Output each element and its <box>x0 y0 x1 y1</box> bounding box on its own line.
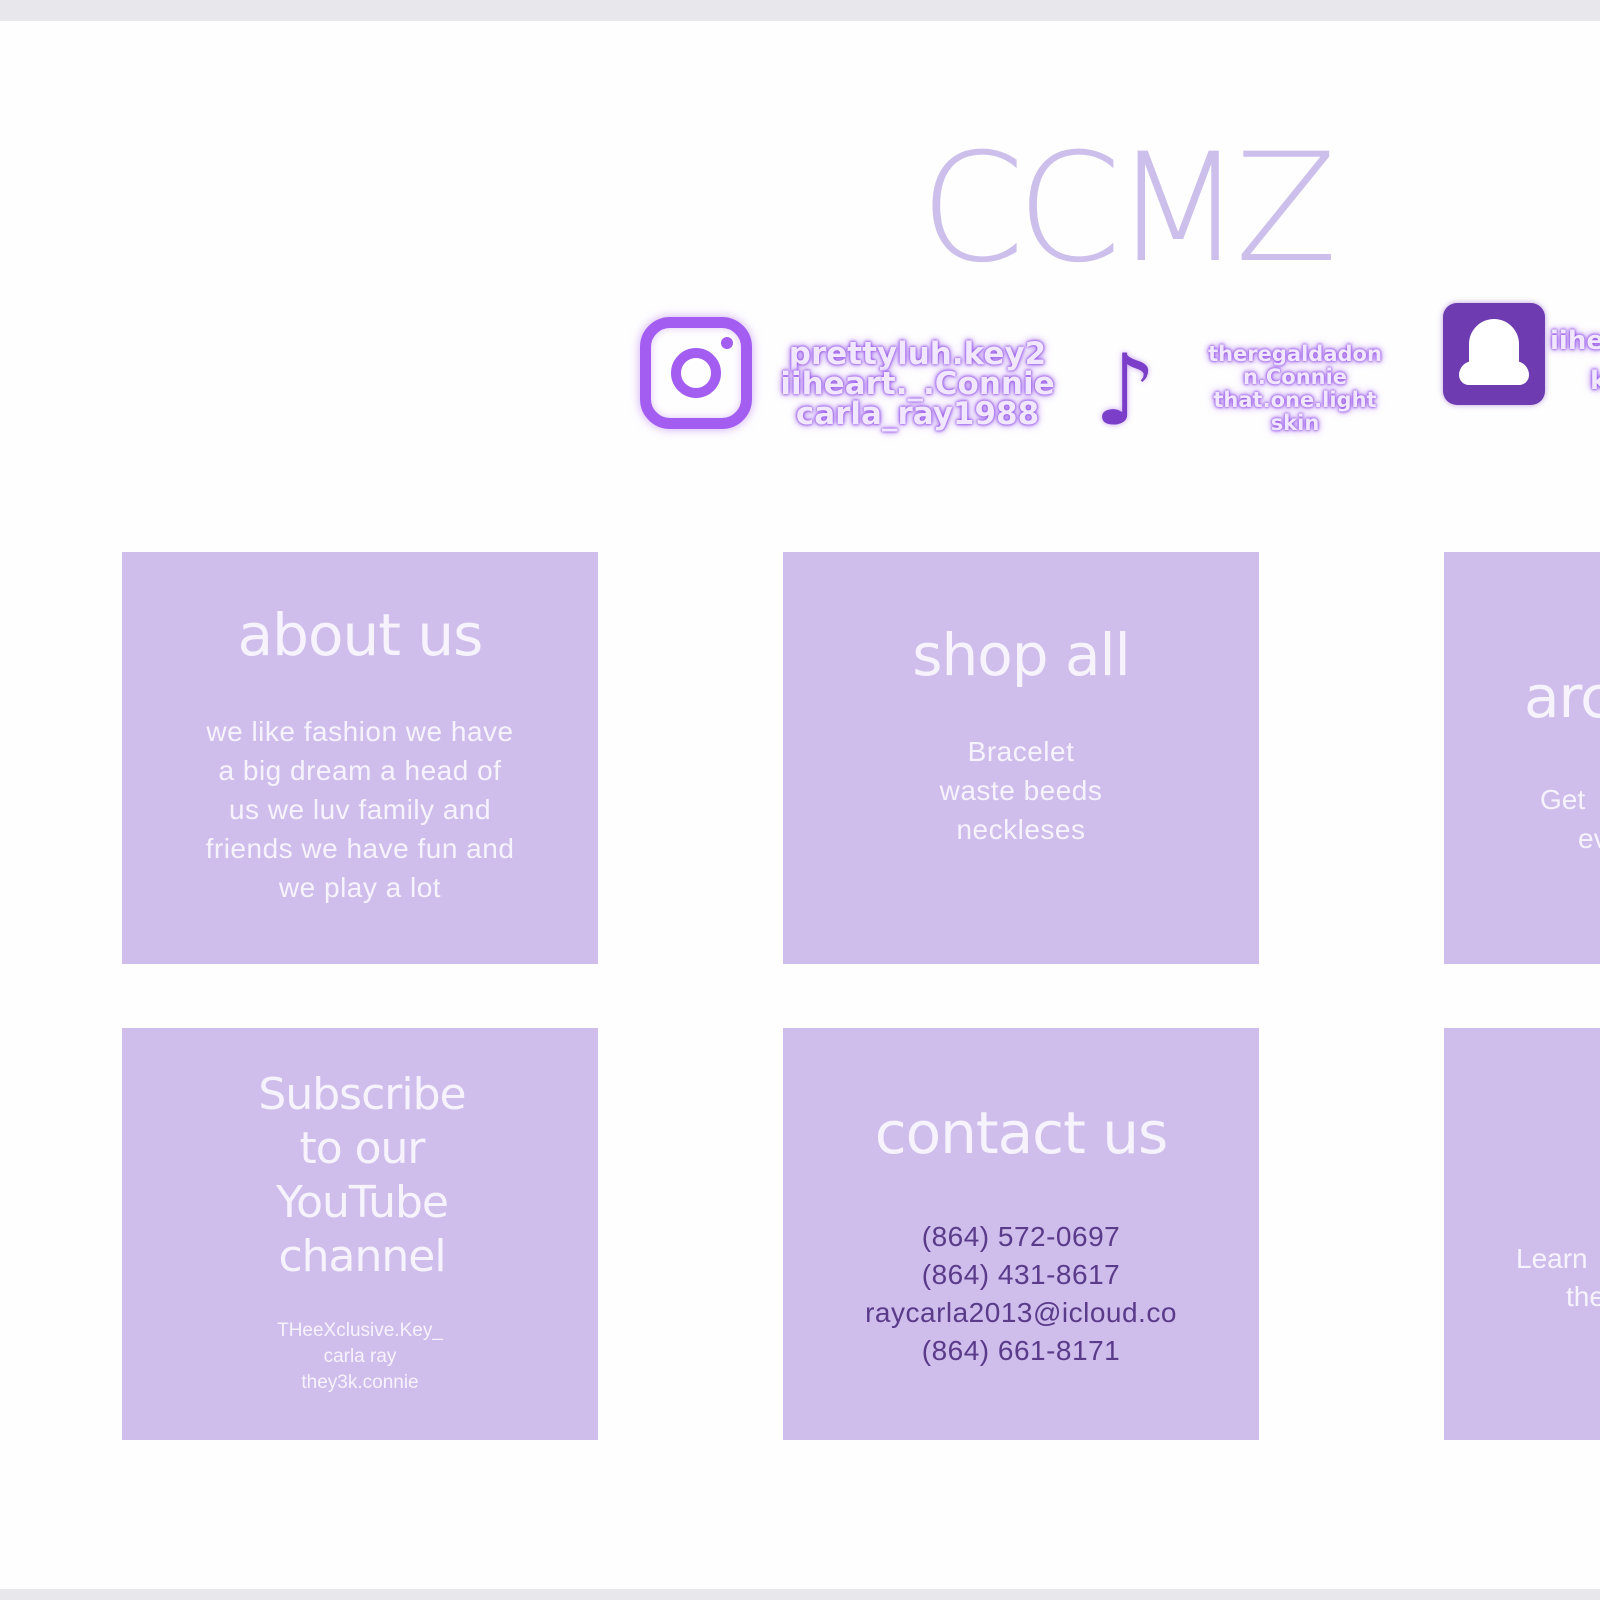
brand-logo: CCMZ <box>920 122 1338 296</box>
instagram-handle: iiheart._.Connie <box>780 366 1055 402</box>
card-body: (864) 572-0697 (864) 431-8617 raycarla20… <box>783 1218 1259 1370</box>
card-subscribe-youtube[interactable]: Subscribe to our YouTube channel THeeXcl… <box>122 1028 598 1440</box>
card-title-line: to our <box>299 1123 425 1174</box>
card-contact-us[interactable]: contact us (864) 572-0697 (864) 431-8617… <box>783 1028 1259 1440</box>
card-title: about us <box>237 601 484 669</box>
card-body-line: friends we have fun and <box>205 833 515 864</box>
tiktok-handle: theregaldadon <box>1208 342 1382 366</box>
card-body-line: a big dream a head of <box>218 755 502 786</box>
instagram-handle: carla_ray1988 <box>795 396 1040 432</box>
card-body: THeeXclusive.Key_ carla ray they3k.conni… <box>122 1318 598 1396</box>
card-around[interactable]: arc Get ev <box>1444 552 1600 964</box>
instagram-lens <box>671 348 721 398</box>
tiktok-icon[interactable]: ♪ <box>1093 334 1157 448</box>
instagram-handles[interactable]: prettyluh.key2 iiheart._.Connie carla_ra… <box>765 336 1070 432</box>
card-body-line: ev <box>1578 823 1600 854</box>
card-title: shop all <box>912 621 1131 689</box>
card-title-line: channel <box>278 1231 446 1282</box>
snapchat-ghost-base <box>1459 361 1529 385</box>
youtube-channel[interactable]: THeeXclusive.Key_ <box>277 1320 443 1341</box>
card-body-line: Get <box>1540 784 1586 815</box>
phone-number[interactable]: (864) 661-8171 <box>921 1335 1121 1366</box>
card-body-line: neckleses <box>956 814 1086 845</box>
card-body: Bracelet waste beeds neckleses <box>783 732 1259 849</box>
card-body-line: waste beeds <box>939 775 1103 806</box>
card-shop-all[interactable]: shop all Bracelet waste beeds neckleses <box>783 552 1259 964</box>
snapchat-handle: k <box>1590 366 1600 396</box>
card-body-line: Bracelet <box>967 736 1075 767</box>
snapchat-handle: iihe <box>1550 326 1600 356</box>
card-title: arc <box>1524 663 1600 731</box>
card-body: we like fashion we have a big dream a he… <box>182 712 538 907</box>
tiktok-handle: skin <box>1270 411 1320 435</box>
card-body-line: we play a lot <box>278 872 442 903</box>
card-body-line: the <box>1566 1281 1600 1312</box>
tiktok-handle: n.Connie <box>1242 365 1348 389</box>
instagram-handle: prettyluh.key2 <box>788 336 1047 372</box>
tiktok-handle: that.one.light <box>1213 388 1377 412</box>
card-title-line: YouTube <box>276 1177 449 1228</box>
instagram-icon[interactable] <box>640 317 752 429</box>
instagram-dot <box>721 337 733 349</box>
card-title: Subscribe to our YouTube channel <box>212 1068 512 1284</box>
card-learn[interactable]: Learn the <box>1444 1028 1600 1440</box>
phone-number[interactable]: (864) 572-0697 <box>921 1221 1121 1252</box>
tiktok-handles[interactable]: theregaldadon n.Connie that.one.light sk… <box>1185 343 1405 435</box>
snapchat-handles[interactable]: iihe k <box>1550 321 1600 401</box>
phone-number[interactable]: (864) 431-8617 <box>921 1259 1121 1290</box>
snapchat-icon[interactable] <box>1443 303 1545 405</box>
card-title-line: Subscribe <box>258 1069 466 1120</box>
youtube-channel[interactable]: they3k.connie <box>301 1372 419 1393</box>
youtube-channel[interactable]: carla ray <box>323 1346 397 1367</box>
card-body-line: we like fashion we have <box>206 716 514 747</box>
card-title: contact us <box>874 1099 1168 1167</box>
page: CCMZ prettyluh.key2 iiheart._.Connie car… <box>0 21 1600 1589</box>
card-body-line: Learn <box>1516 1243 1588 1274</box>
card-about-us[interactable]: about us we like fashion we have a big d… <box>122 552 598 964</box>
email-address[interactable]: raycarla2013@icloud.co <box>865 1297 1177 1328</box>
card-body-line: us we luv family and <box>228 794 492 825</box>
